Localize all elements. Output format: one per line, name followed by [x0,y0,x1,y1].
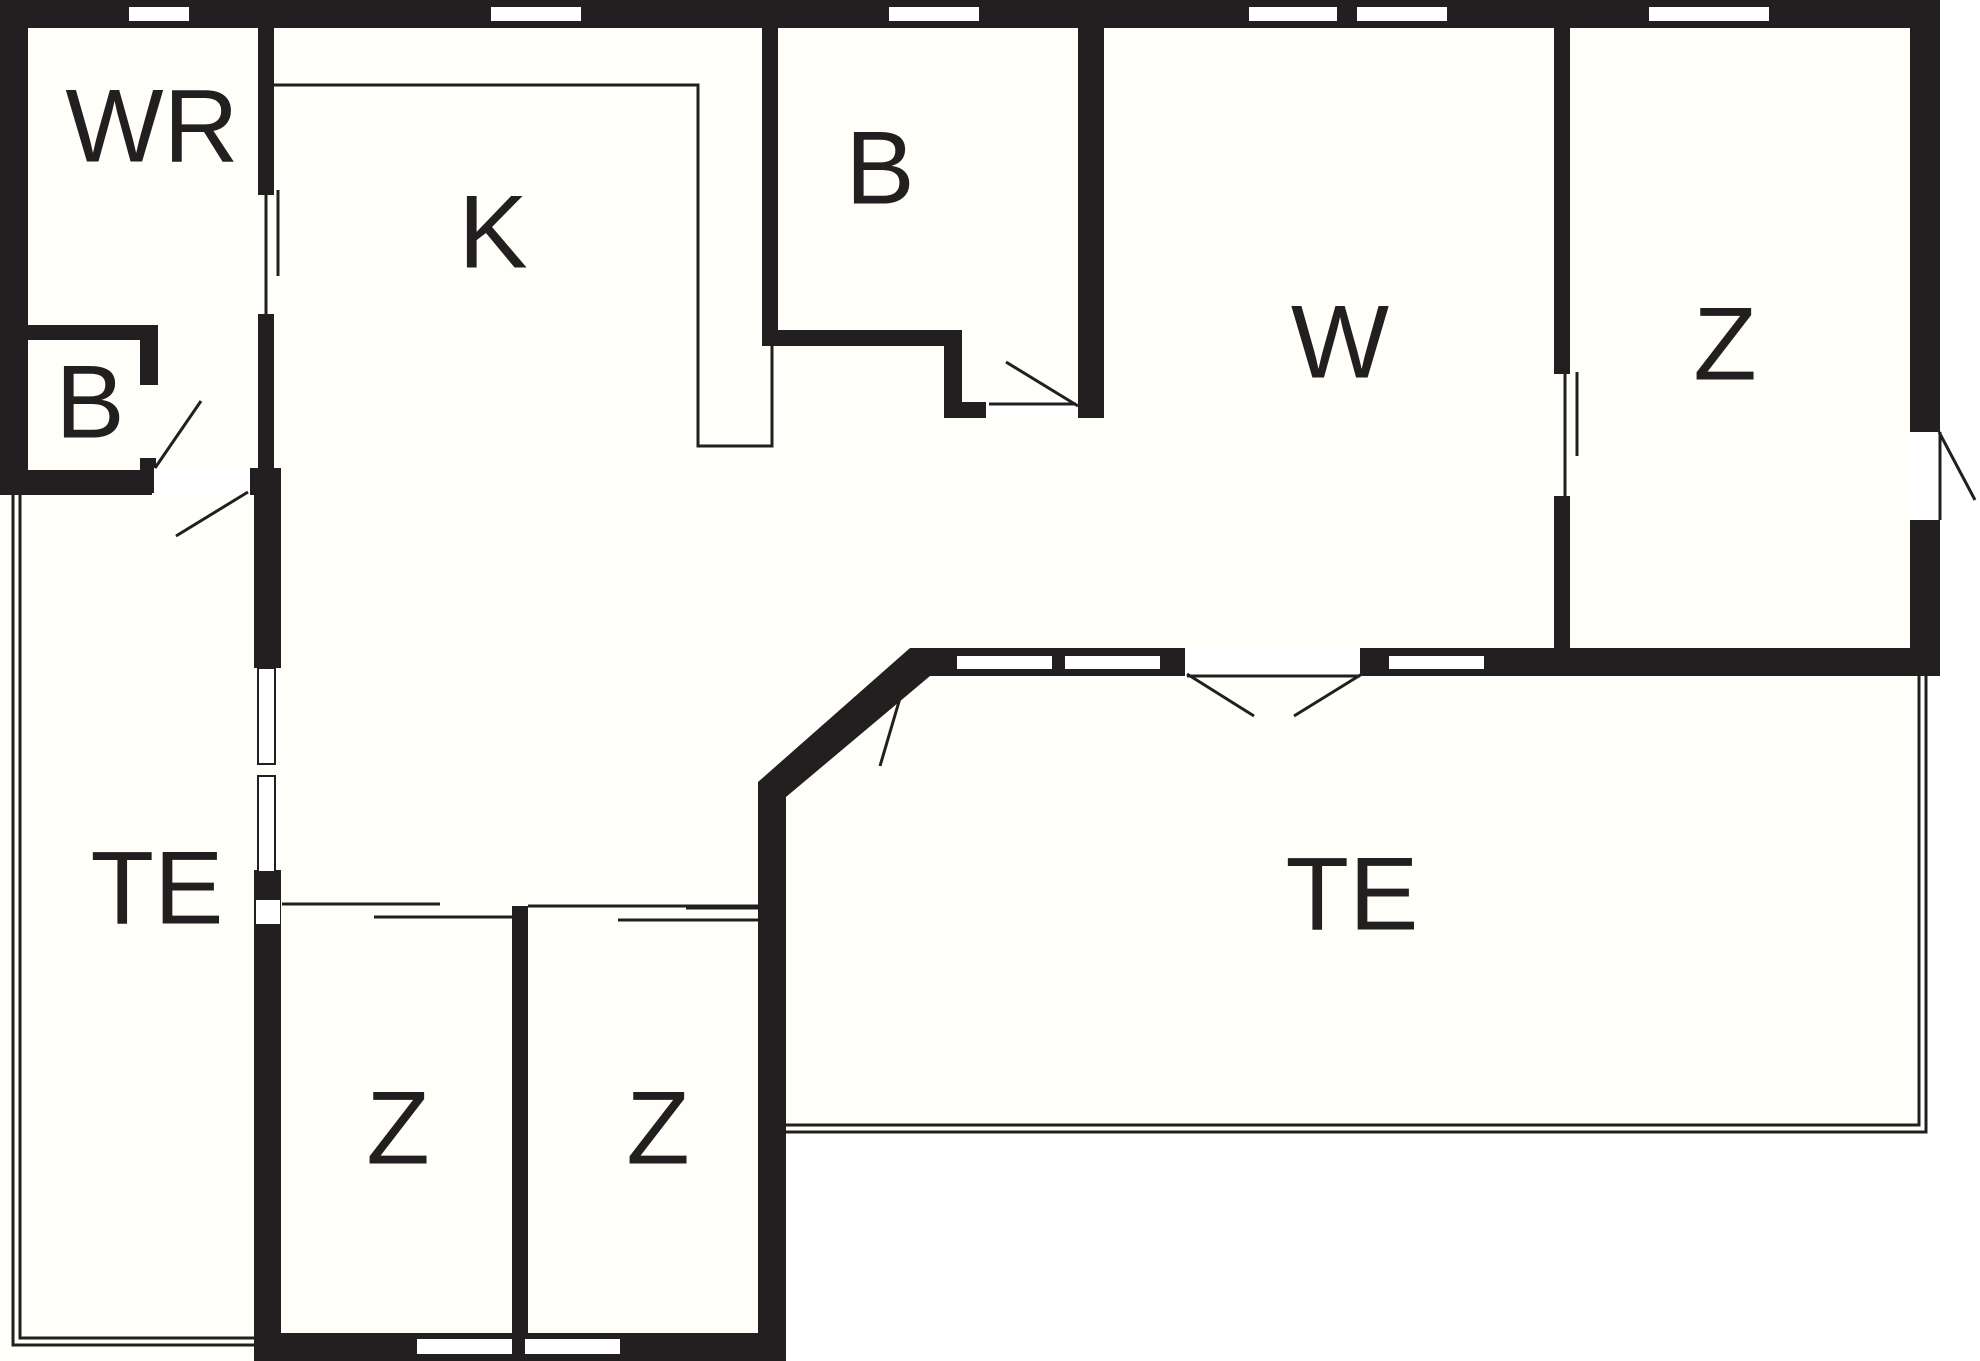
room-label-b2: B [845,110,914,226]
floor-areas [0,0,1940,1361]
door-openings [154,402,1942,924]
room-label-z1: Z [1693,286,1757,402]
thin-lines [11,83,1977,1347]
room-label-z2: Z [366,1070,430,1186]
room-label-te1: TE [91,830,224,946]
room-label-te2: TE [1286,836,1419,952]
room-label-wr: WR [65,68,238,184]
walls [0,0,1940,1361]
windows [127,5,1771,1356]
room-labels: WR B K B W Z TE TE Z Z [55,68,1756,1186]
room-label-w: W [1291,284,1389,400]
room-label-k: K [458,174,527,290]
room-label-z3: Z [626,1070,690,1186]
room-label-b1: B [55,344,124,460]
